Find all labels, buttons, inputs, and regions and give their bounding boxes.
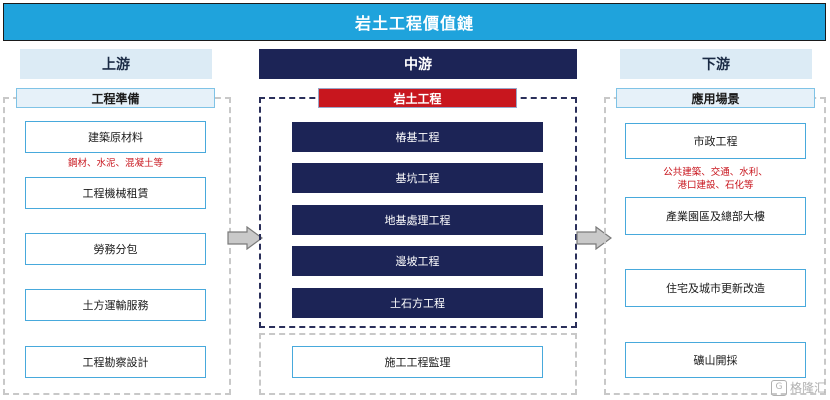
upstream-item-equipment-rental: 工程機械租賃 [25, 177, 206, 209]
midstream-item-ground-treatment: 地基處理工程 [292, 205, 543, 235]
upstream-header: 上游 [20, 49, 212, 79]
midstream-item-supervision: 施工工程監理 [292, 346, 543, 378]
downstream-item-municipal: 市政工程 [625, 123, 806, 159]
downstream-note-line1: 公共建築、交通、水利、 [663, 167, 768, 178]
downstream-header: 下游 [620, 49, 812, 79]
upstream-item-earth-transport: 土方運輸服務 [25, 289, 206, 321]
upstream-item-survey-design: 工程勘察設計 [25, 346, 206, 378]
midstream-item-slope: 邊坡工程 [292, 246, 543, 276]
watermark-text: 格隆汇 [789, 381, 826, 395]
arrow-right-icon [576, 226, 612, 250]
downstream-item-industrial-park: 產業園區及總部大樓 [625, 197, 806, 235]
midstream-item-pile-foundation: 樁基工程 [292, 122, 543, 152]
upstream-item-raw-materials: 建築原材料 [25, 121, 206, 153]
downstream-item-mining: 礦山開採 [625, 342, 806, 378]
watermark-logo-icon: G [770, 379, 787, 396]
upstream-item-labor-subcontract: 勞務分包 [25, 233, 206, 265]
arrow-right-icon [227, 226, 263, 250]
upstream-group-label: 工程準備 [16, 88, 215, 108]
midstream-item-earthwork: 土石方工程 [292, 288, 543, 318]
midstream-group-label: 岩土工程 [318, 88, 517, 108]
diagram-title: 岩土工程價值鏈 [3, 3, 826, 41]
downstream-item-residential-renewal: 住宅及城市更新改造 [625, 269, 806, 307]
watermark: G 格隆汇 [770, 379, 826, 396]
downstream-note-line2: 港口建設、石化等 [677, 180, 754, 191]
upstream-note: 鋼材、水泥、混凝土等 [67, 158, 163, 169]
midstream-header: 中游 [259, 49, 577, 79]
midstream-item-foundation-pit: 基坑工程 [292, 163, 543, 193]
midstream-extra-container [259, 333, 577, 395]
downstream-group-label: 應用場景 [616, 88, 815, 108]
